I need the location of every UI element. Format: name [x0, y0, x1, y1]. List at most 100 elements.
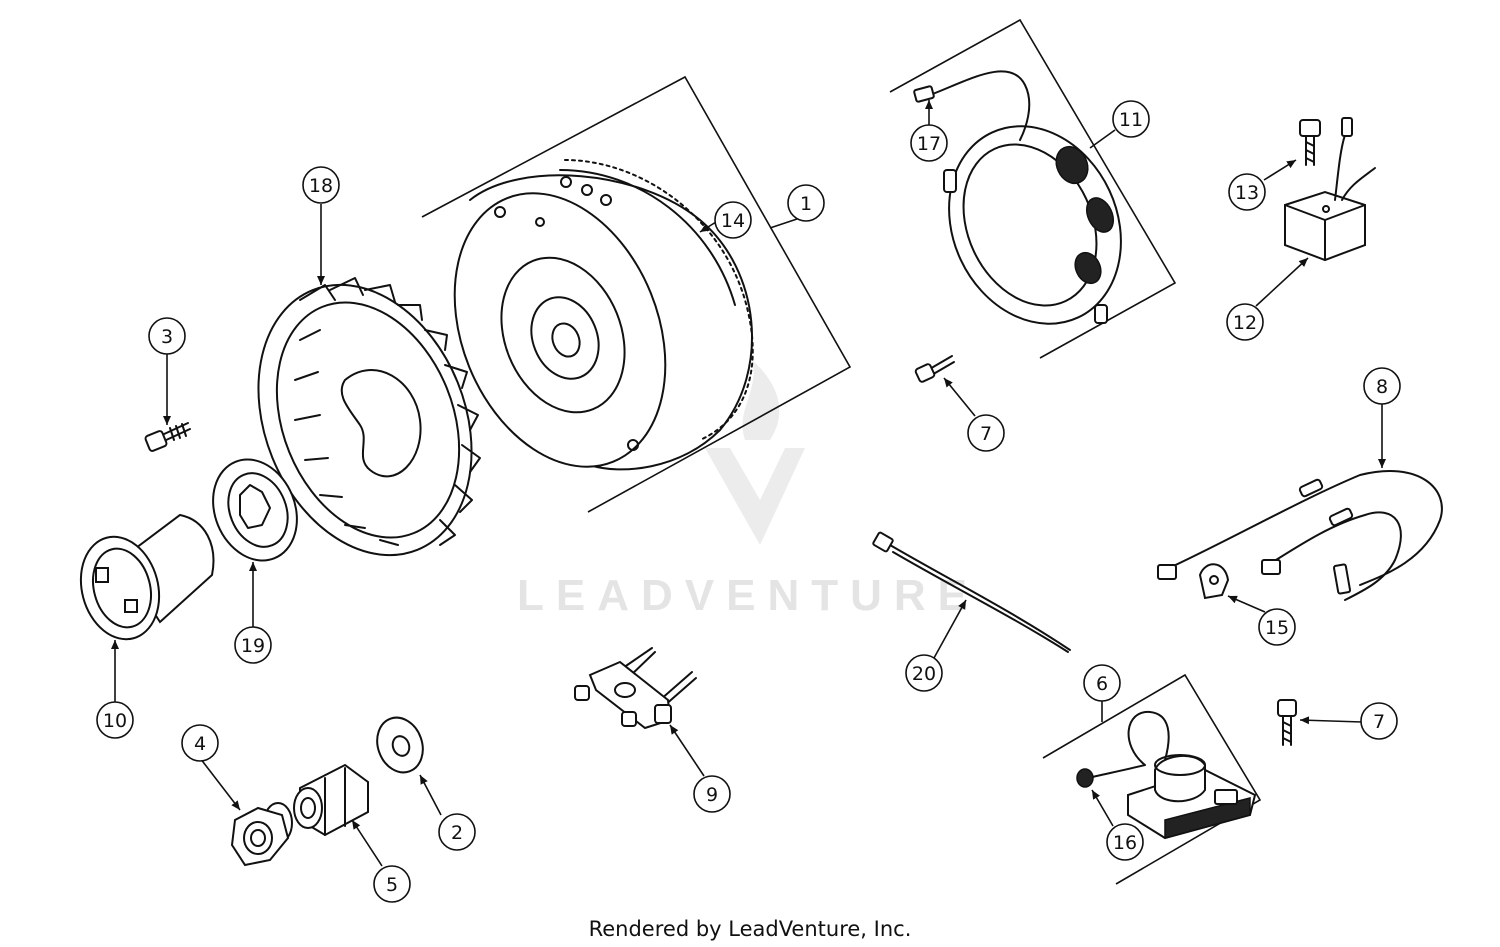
fan-inner-ring — [275, 301, 461, 539]
ignition-bracket — [1042, 673, 1262, 885]
callout-14: 14 — [714, 201, 752, 239]
flywheel-bracket — [421, 75, 852, 513]
leader-12 — [1255, 257, 1309, 307]
callout-12: 12 — [1226, 303, 1264, 341]
callout-5: 5 — [373, 865, 411, 903]
stator-inner — [962, 143, 1098, 307]
callout-circle — [787, 184, 825, 222]
callout-9: 9 — [693, 775, 731, 813]
callout-11: 11 — [1112, 100, 1150, 138]
callout-circle — [1083, 664, 1121, 702]
callout-circle — [148, 317, 186, 355]
leader-20 — [933, 599, 967, 659]
callout-6: 6 — [1083, 664, 1121, 702]
callout-label: 18 — [309, 175, 333, 197]
harness-clip — [1198, 563, 1230, 600]
leader-7a — [943, 377, 976, 417]
callout-1: 1 — [787, 184, 825, 222]
callout-13: 13 — [1228, 173, 1266, 211]
callout-circle — [905, 654, 943, 692]
fan-retainer — [212, 458, 298, 562]
callout-16: 16 — [1106, 823, 1144, 861]
callout-circle — [1360, 702, 1398, 740]
callout-label: 9 — [706, 784, 718, 806]
callout-17: 17 — [910, 124, 948, 162]
callout-label: 17 — [917, 133, 941, 155]
callout-7a: 7 — [967, 414, 1005, 452]
leader-9 — [669, 724, 705, 777]
stator-lead-wire — [929, 70, 1031, 141]
callout-label: 20 — [912, 663, 936, 685]
callout-label: 16 — [1113, 832, 1137, 854]
callout-circle — [714, 201, 752, 239]
watermark: LEADVENTURE — [517, 360, 979, 620]
callout-4: 4 — [181, 724, 219, 762]
fan-screw — [144, 422, 191, 452]
ring-gear-teeth — [564, 159, 754, 441]
cable-tie — [872, 531, 1071, 653]
callout-circle — [693, 775, 731, 813]
callout-circle — [96, 701, 134, 739]
callout-label: 3 — [161, 326, 173, 348]
callout-label: 6 — [1096, 673, 1108, 695]
flange-nut — [230, 802, 293, 867]
callout-label: 11 — [1119, 109, 1143, 131]
leader-14 — [699, 221, 717, 233]
callout-circle — [1228, 173, 1266, 211]
coil-body — [1154, 754, 1206, 803]
callout-label: 8 — [1376, 376, 1388, 398]
watermark-text: LEADVENTURE — [517, 571, 979, 620]
callout-18: 18 — [302, 166, 340, 204]
callout-15: 15 — [1258, 608, 1296, 646]
spark-plug-cap — [1076, 768, 1094, 788]
stator-outer — [948, 125, 1122, 325]
cooling-fan — [257, 277, 481, 557]
leader-16 — [1091, 789, 1114, 827]
flywheel-bore — [551, 322, 581, 358]
flywheel-face — [453, 192, 667, 468]
callout-label: 7 — [980, 423, 992, 445]
leader-11 — [1089, 129, 1116, 149]
callout-label: 2 — [451, 822, 463, 844]
washer — [376, 716, 424, 774]
stator — [913, 70, 1122, 325]
callout-label: 14 — [721, 210, 745, 232]
callout-circle — [373, 865, 411, 903]
callout-circle — [181, 724, 219, 762]
callout-20: 20 — [905, 654, 943, 692]
ignition-coil — [1076, 710, 1257, 840]
callout-label: 7 — [1373, 711, 1385, 733]
wiring-harness — [1157, 470, 1443, 601]
callout-circle — [438, 813, 476, 851]
leader-4 — [199, 757, 241, 811]
leader-15 — [1227, 595, 1266, 613]
leader-13 — [1263, 159, 1297, 181]
fan-blades — [294, 277, 481, 546]
callout-label: 10 — [103, 710, 127, 732]
callout-circle — [302, 166, 340, 204]
regulator-wires — [1334, 134, 1376, 201]
callout-10: 10 — [96, 701, 134, 739]
callout-19: 19 — [234, 626, 272, 664]
fan-hub — [340, 369, 422, 478]
callout-2: 2 — [438, 813, 476, 851]
flywheel-inner-ring — [500, 256, 626, 414]
flywheel — [453, 159, 754, 471]
callout-circle — [1258, 608, 1296, 646]
starter-cup — [79, 513, 215, 641]
mount-bracket — [574, 647, 697, 730]
callout-label: 15 — [1265, 617, 1289, 639]
callout-circle — [1106, 823, 1144, 861]
callout-7b: 7 — [1360, 702, 1398, 740]
regulator — [1284, 117, 1376, 262]
watermark-logo — [705, 448, 805, 545]
callout-label: 5 — [386, 874, 398, 896]
bolt-lower — [1277, 699, 1297, 746]
callout-label: 1 — [800, 193, 812, 215]
watermark-flame — [742, 360, 780, 440]
leader-2 — [419, 774, 442, 816]
fan-outer-ring — [257, 283, 473, 557]
callout-circle — [234, 626, 272, 664]
